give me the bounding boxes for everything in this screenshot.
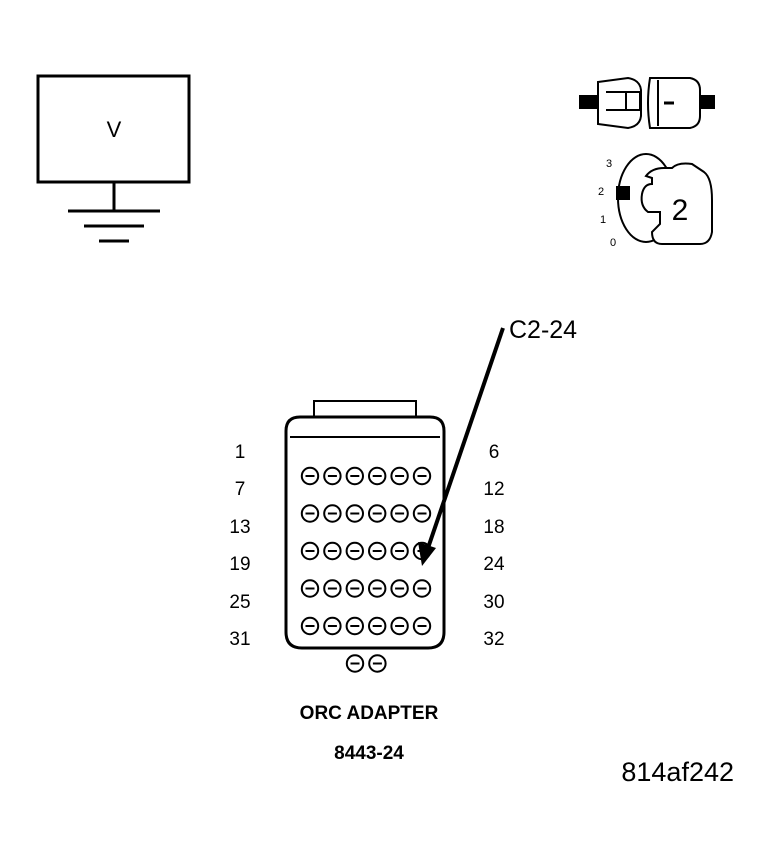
connector-pin-4 <box>368 466 387 486</box>
connector-pin-29 <box>390 616 409 636</box>
pin-grid <box>300 466 432 673</box>
connector-pin-26 <box>323 616 342 636</box>
figure-id: 814af242 <box>621 757 734 787</box>
connector-pin-20 <box>323 579 342 598</box>
ignition-position-1: 1 <box>600 214 606 226</box>
pin-label: 30 <box>483 592 504 613</box>
pin-label: 31 <box>229 629 250 650</box>
connector-pin-19 <box>300 579 320 598</box>
pin-label: 18 <box>483 517 504 538</box>
connector-pin-8 <box>323 504 342 523</box>
pointer-label: C2-24 <box>509 316 577 344</box>
caption-title: ORC ADAPTER <box>300 703 439 724</box>
pin-label: 7 <box>235 479 246 500</box>
pin-label: 13 <box>229 517 250 538</box>
pin-row-labels-left: 1 7 13 19 25 31 <box>229 442 250 650</box>
connector-pin-17 <box>390 541 409 561</box>
pin-label: 1 <box>235 442 246 463</box>
ignition-selected-position: 2 <box>672 194 689 227</box>
connector-pin-13 <box>300 541 320 561</box>
connector-pin-10 <box>368 504 387 523</box>
connector-pin-28 <box>368 616 387 636</box>
connector-pin-2 <box>323 466 342 486</box>
pin-label: 32 <box>483 629 504 650</box>
connector-pin-24 <box>412 579 432 598</box>
caption-part-number: 8443-24 <box>334 743 404 764</box>
pin-label: 12 <box>483 479 504 500</box>
ignition-position-0: 0 <box>610 237 616 249</box>
voltmeter-label: V <box>107 117 122 142</box>
connector-pin-21 <box>345 579 364 598</box>
connector-pin-12 <box>412 504 432 523</box>
pin-row-labels-right: 6 12 18 24 30 32 <box>483 442 505 650</box>
ignition-position-2: 2 <box>598 186 604 198</box>
connector-pin-30 <box>412 616 432 636</box>
connector-pin-3 <box>345 466 364 486</box>
connector-pin-14 <box>323 541 342 561</box>
connector-pin-25 <box>300 616 320 636</box>
ignition-key-icon: 3 2 1 0 2 <box>598 153 713 249</box>
voltmeter-symbol: V <box>36 74 191 211</box>
connector-pin-6 <box>412 466 432 486</box>
pin-pointer-arrow: C2-24 <box>418 316 577 566</box>
connector-pin-16 <box>368 541 387 561</box>
connector-pin-7 <box>300 504 320 523</box>
pin-label: 25 <box>229 592 250 613</box>
connector-pin-5 <box>390 466 409 486</box>
connector-pin-31 <box>345 654 365 673</box>
pin-label: 6 <box>489 442 500 463</box>
orc-adapter-connector <box>284 400 446 673</box>
ignition-position-3: 3 <box>606 158 612 170</box>
connector-pin-32 <box>368 654 387 673</box>
connector-pin-27 <box>345 616 364 636</box>
connector-pin-15 <box>345 541 364 561</box>
connector-pin-1 <box>300 466 320 486</box>
ground-icon <box>68 209 160 243</box>
connector-disconnected-icon <box>579 76 715 130</box>
connector-pin-22 <box>368 579 387 598</box>
connector-pin-11 <box>390 504 409 523</box>
pin-label: 19 <box>229 554 250 575</box>
pin-label: 24 <box>483 554 505 575</box>
connector-pin-9 <box>345 504 364 523</box>
connector-pin-23 <box>390 579 409 598</box>
